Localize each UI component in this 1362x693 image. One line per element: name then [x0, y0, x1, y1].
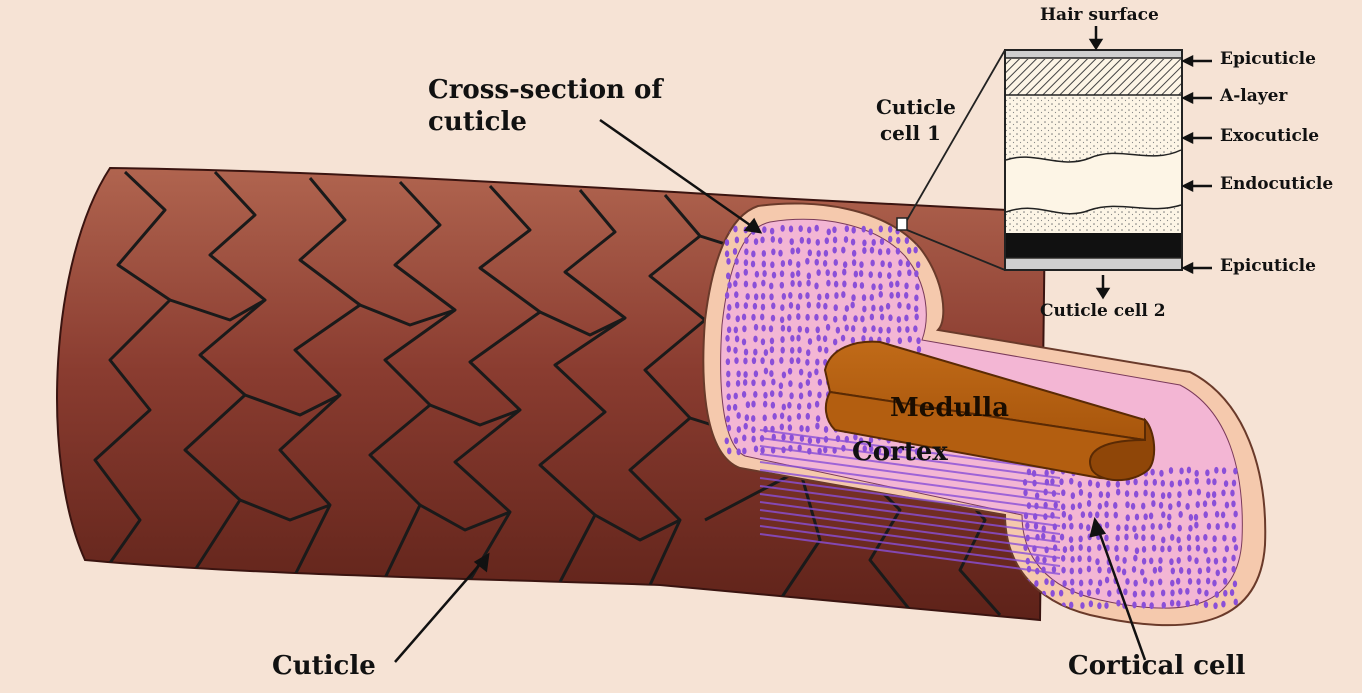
- inset-source-marker: [897, 218, 907, 230]
- label-hair-surface: Hair surface: [1040, 6, 1159, 26]
- label-cross-section-line2: cuticle: [428, 108, 527, 138]
- label-cross-section-line1: Cross-section of: [428, 76, 663, 106]
- label-cuticle-cell-2: Cuticle cell 2: [1040, 302, 1166, 322]
- label-medulla: Medulla: [890, 394, 1009, 424]
- a-layer-lower: [1006, 233, 1181, 258]
- label-a-layer: A-layer: [1220, 87, 1287, 107]
- exocuticle: [1006, 96, 1181, 162]
- label-endocuticle: Endocuticle: [1220, 175, 1333, 195]
- label-cortex: Cortex: [852, 438, 948, 468]
- epicuticle-bottom-layer: [1006, 259, 1181, 269]
- a-layer: [1006, 59, 1181, 95]
- label-exocuticle: Exocuticle: [1220, 127, 1319, 147]
- label-cuticle-cell-1-line1: Cuticle: [876, 96, 956, 119]
- label-epicuticle-top: Epicuticle: [1220, 50, 1316, 70]
- label-cortical-cell: Cortical cell: [1068, 652, 1245, 682]
- label-cuticle: Cuticle: [272, 652, 376, 682]
- label-cuticle-cell-1-line2: cell 1: [880, 122, 941, 145]
- label-epicuticle-bottom: Epicuticle: [1220, 257, 1316, 277]
- epicuticle-top-layer: [1006, 51, 1181, 58]
